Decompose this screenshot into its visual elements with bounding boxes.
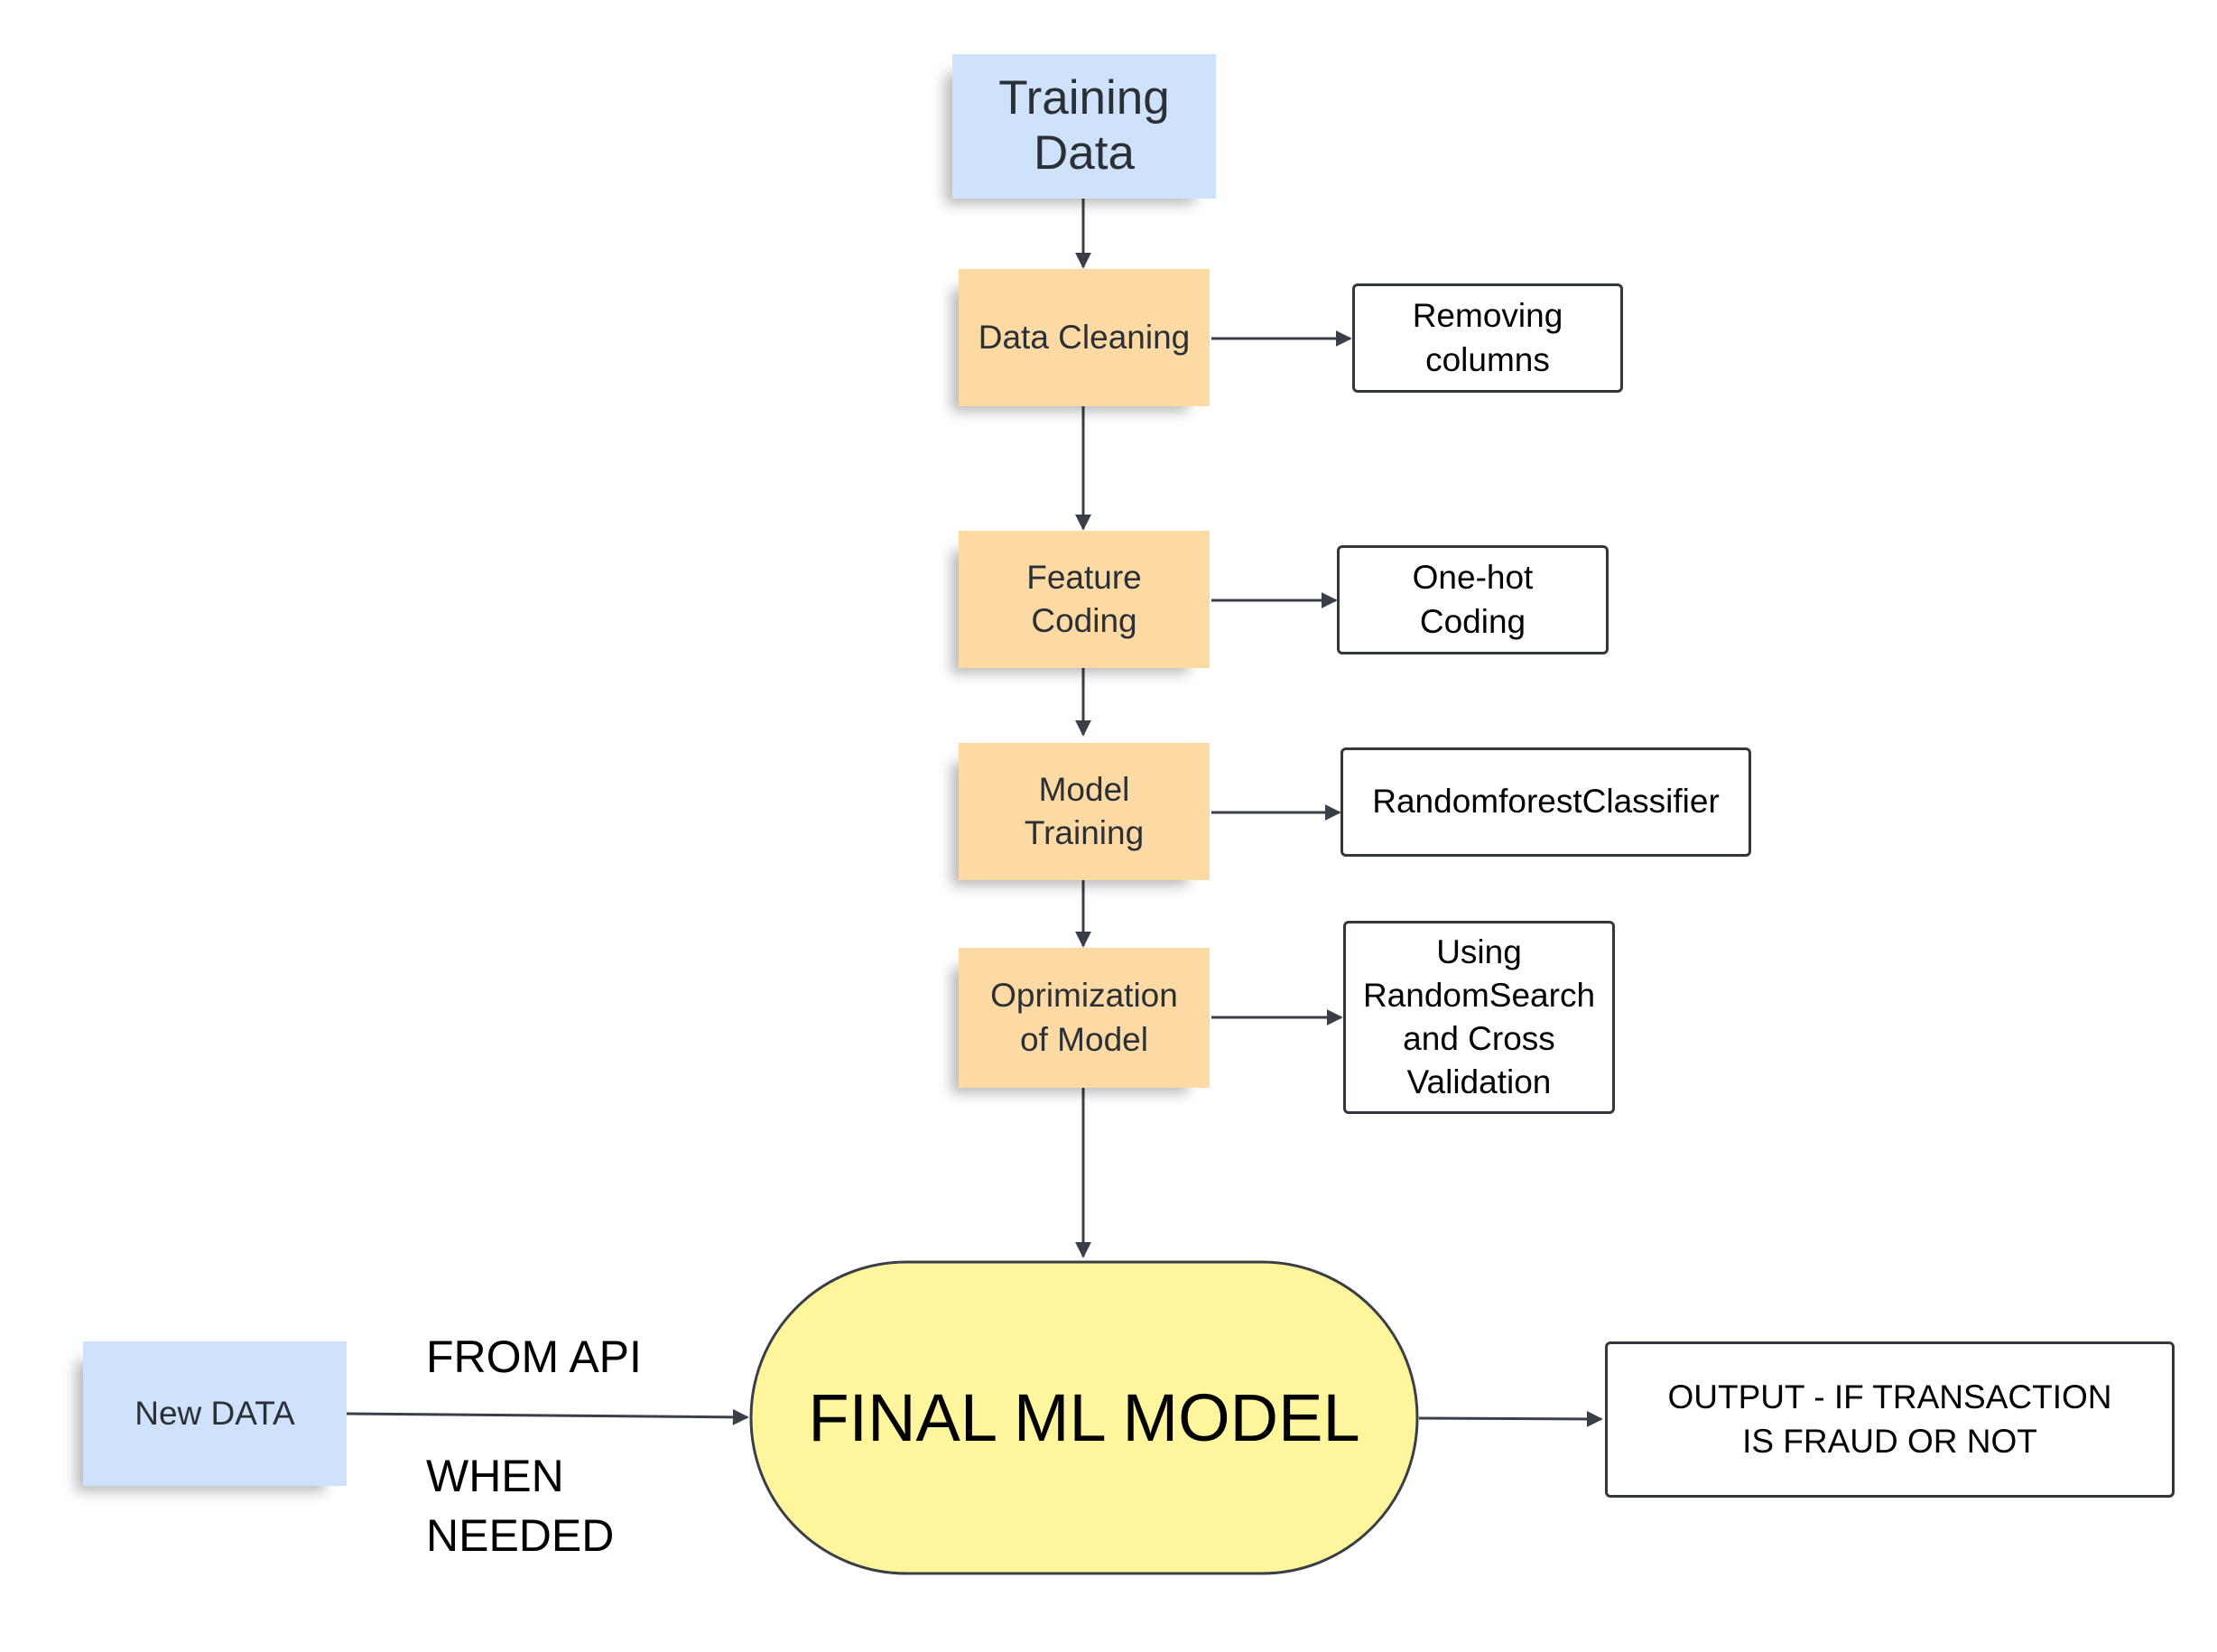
random-search-box: Using RandomSearch and Cross Validation (1343, 921, 1615, 1114)
training-data-note: Training Data (952, 54, 1216, 199)
optimization-note: Oprimization of Model (959, 948, 1210, 1088)
final-model-shape (749, 1260, 1419, 1575)
one-hot-coding-box: One-hot Coding (1337, 545, 1609, 654)
random-forest-box: RandomforestClassifier (1340, 747, 1751, 857)
arrow-final-to-output (1418, 1410, 1603, 1427)
output-box: OUTPUT - IF TRANSACTION IS FRAUD OR NOT (1605, 1341, 2175, 1498)
when-needed-label: WHEN NEEDED (426, 1451, 615, 1561)
data-cleaning-note: Data Cleaning (959, 269, 1210, 406)
from-api-label: FROM API (426, 1332, 642, 1382)
final-model-label: FINAL ML MODEL (808, 1380, 1360, 1455)
removing-columns-box: Removing columns (1352, 283, 1623, 393)
feature-coding-note: Feature Coding (959, 531, 1210, 668)
new-data-note: New DATA (83, 1341, 347, 1486)
model-training-note: Model Training (959, 743, 1210, 880)
arrow-newdata-to-final (346, 1408, 749, 1425)
